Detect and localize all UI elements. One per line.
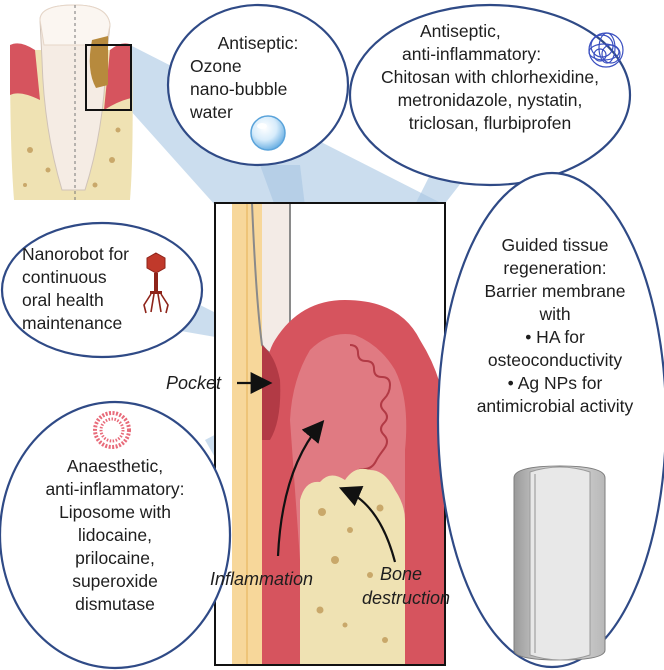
liposome-line: anti-inflammatory: xyxy=(45,479,185,499)
zoom-region-box xyxy=(85,44,132,111)
ozone-line: nano-bubble xyxy=(190,79,288,99)
annotation-arrows xyxy=(237,372,397,563)
gtr-line: osteoconductivity xyxy=(487,350,623,370)
callout-ozone-bubble xyxy=(166,3,350,167)
liposome-line: superoxide xyxy=(72,571,158,591)
liposome-line: Anaesthetic, xyxy=(66,456,164,476)
inflammation-label: Inflammation xyxy=(210,569,314,589)
chitosan-line: triclosan, flurbiprofen xyxy=(408,113,572,133)
liposome-line: dismutase xyxy=(75,594,155,614)
gtr-line: Barrier membrane xyxy=(484,281,626,301)
nanorobot-label: Nanorobot for continuous oral health mai… xyxy=(22,243,162,335)
callout-liposome-bubble xyxy=(0,400,232,670)
nano-bubble-icon xyxy=(250,115,286,151)
bone-destruction-label-line1: Bone xyxy=(380,564,423,584)
liposome-label: Anaesthetic, anti-inflammatory: Liposome… xyxy=(10,455,220,616)
ozone-label: Antiseptic: Ozone nano-bubble water xyxy=(178,32,338,124)
ozone-line: water xyxy=(190,102,233,122)
liposome-line: prilocaine, xyxy=(75,548,155,568)
barrier-membrane-icon xyxy=(513,465,606,661)
liposome-line: lidocaine, xyxy=(78,525,152,545)
callout-chitosan-bubble xyxy=(348,3,632,187)
chitosan-line: Antiseptic, xyxy=(420,21,501,41)
chitosan-line: metronidazole, nystatin, xyxy=(397,90,583,110)
nanorobot-line: Nanorobot for xyxy=(22,244,130,264)
inflammation-arrow xyxy=(276,419,325,557)
chitosan-line: Chitosan with chlorhexidine, xyxy=(381,67,599,87)
chitosan-line: anti-inflammatory: xyxy=(402,44,542,64)
liposome-icon xyxy=(93,411,131,449)
bone-destruction-arrow xyxy=(338,485,397,563)
tooth-overview-illustration xyxy=(10,4,133,200)
ozone-line: Antiseptic: xyxy=(217,33,299,53)
nanorobot-line: continuous xyxy=(22,267,107,287)
pocket-label: Pocket xyxy=(166,373,222,393)
callout-gtr-bubble xyxy=(436,171,664,669)
nanorobot-line: maintenance xyxy=(22,313,123,333)
gtr-line: with xyxy=(539,304,571,324)
gtr-line: • Ag NPs for xyxy=(507,373,603,393)
chitosan-label: Antiseptic, anti-inflammatory: Chitosan … xyxy=(360,20,620,135)
ozone-line: Ozone xyxy=(190,56,242,76)
liposome-line: Liposome with xyxy=(59,502,171,522)
nanorobot-icon xyxy=(143,252,169,314)
chitosan-polymer-icon xyxy=(588,32,624,68)
gtr-line: • HA for xyxy=(525,327,585,347)
gtr-line: antimicrobial activity xyxy=(476,396,634,416)
gtr-label: Guided tissue regeneration: Barrier memb… xyxy=(460,234,650,418)
nanorobot-line: oral health xyxy=(22,290,104,310)
bone-destruction-label-line2: destruction xyxy=(362,588,451,608)
gtr-line: regeneration: xyxy=(503,258,607,278)
gtr-line: Guided tissue xyxy=(501,235,609,255)
